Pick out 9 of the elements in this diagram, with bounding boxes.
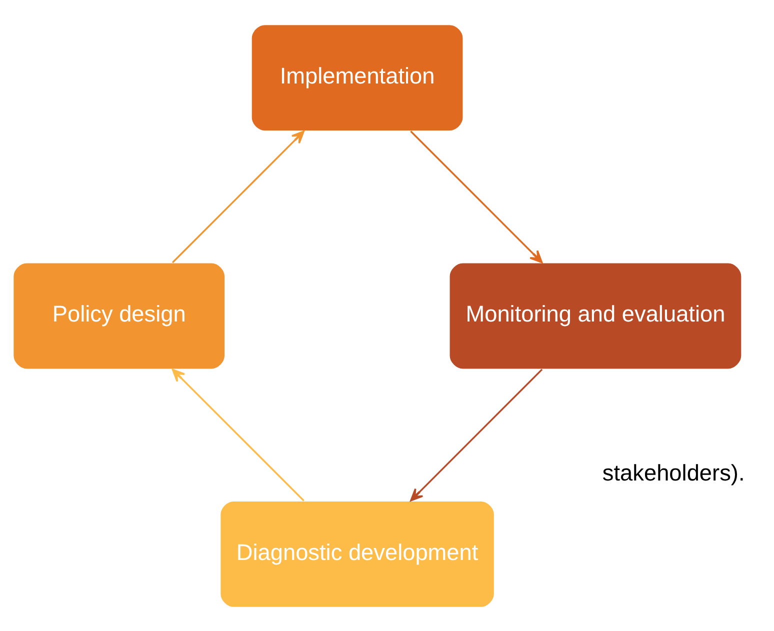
label: stakeholders).: [602, 458, 745, 485]
node-box: Implementation: [250, 23, 464, 132]
node-box: Diagnostic development: [220, 500, 496, 608]
arrow: [172, 130, 304, 263]
node-box: Monitoring and evaluation: [448, 262, 742, 370]
arrow: [410, 130, 543, 263]
arrow: [172, 368, 304, 501]
arrow: [410, 368, 543, 501]
node-box: Policy design: [12, 262, 226, 370]
